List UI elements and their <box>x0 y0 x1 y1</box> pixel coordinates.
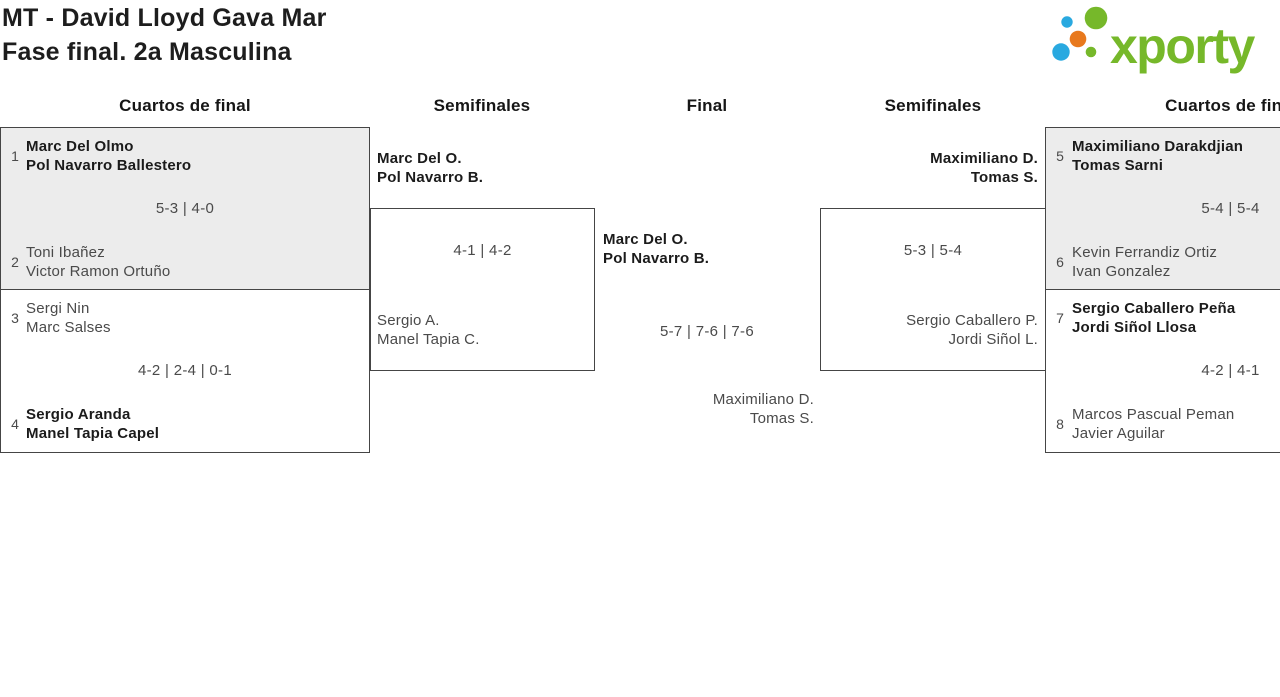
team-name: Maximiliano Darakdjian Tomas Sarni <box>1072 137 1243 175</box>
player-name: Marc Del Olmo <box>26 138 134 155</box>
player-name: Javier Aguilar <box>1072 425 1165 442</box>
team-name: Marc Del O. Pol Navarro B. <box>377 149 483 187</box>
brand-wordmark: xporty <box>1110 18 1255 74</box>
player-name: Jordi Siñol L. <box>948 331 1038 348</box>
seed-number: 3 <box>11 310 19 326</box>
column-header-semifinals-right: Semifinales <box>884 96 982 115</box>
seed-number: 6 <box>1056 254 1064 270</box>
page-title: MT - David Lloyd Gava Mar Fase final. 2a… <box>2 2 327 69</box>
player-name: Ivan Gonzalez <box>1072 263 1171 280</box>
match-box-qf-left-2 <box>0 289 370 453</box>
team-name: Toni Ibañez Victor Ramon Ortuño <box>26 243 170 281</box>
seed-number: 7 <box>1056 310 1064 326</box>
team-name: Sergio Caballero P. Jordi Siñol L. <box>820 311 1038 349</box>
team-name: Marc Del Olmo Pol Navarro Ballestero <box>26 137 191 175</box>
player-name: Marc Salses <box>26 319 111 336</box>
seed-number: 4 <box>11 416 19 432</box>
xporty-logo[interactable]: xporty <box>1048 2 1278 82</box>
team-name: Marc Del O. Pol Navarro B. <box>603 230 709 268</box>
team-name: Sergio A. Manel Tapia C. <box>377 311 480 349</box>
player-name: Sergio Caballero Peña <box>1072 300 1236 317</box>
column-header-semifinals-left: Semifinales <box>433 96 531 115</box>
player-name: Sergio A. <box>377 312 440 329</box>
player-name: Sergio Aranda <box>26 406 131 423</box>
match-score: 5-4 | 5-4 <box>1201 200 1260 217</box>
player-name: Victor Ramon Ortuño <box>26 263 171 280</box>
player-name: Sergi Nin <box>26 300 90 317</box>
match-score: 4-2 | 2-4 | 0-1 <box>137 362 232 379</box>
match-score: 4-1 | 4-2 <box>453 242 512 259</box>
team-name: Kevin Ferrandiz Ortiz Ivan Gonzalez <box>1072 243 1217 281</box>
player-name: Manel Tapia Capel <box>26 425 160 442</box>
match-box-qf-right-1 <box>1045 127 1280 290</box>
match-score: 5-7 | 7-6 | 7-6 <box>659 323 754 340</box>
team-name: Sergio Aranda Manel Tapia Capel <box>26 405 159 443</box>
player-name: Maximiliano Darakdjian <box>1072 138 1244 155</box>
match-box-sf-left <box>370 208 595 371</box>
team-name: Maximiliano D. Tomas S. <box>820 149 1038 187</box>
seed-number: 8 <box>1056 416 1064 432</box>
match-score: 4-2 | 4-1 <box>1201 362 1260 379</box>
player-name: Tomas Sarni <box>1072 157 1164 174</box>
column-header-quarterfinals-left: Cuartos de final <box>119 96 251 115</box>
seed-number: 2 <box>11 254 19 270</box>
player-name: Manel Tapia C. <box>377 331 480 348</box>
player-name: Tomas S. <box>970 169 1038 186</box>
player-name: Pol Navarro Ballestero <box>26 157 192 174</box>
match-score: 5-3 | 5-4 <box>903 242 963 259</box>
player-name: Kevin Ferrandiz Ortiz <box>1072 244 1218 261</box>
player-name: Marc Del O. <box>603 231 688 248</box>
player-name: Pol Navarro B. <box>603 250 710 267</box>
seed-number: 1 <box>11 148 19 164</box>
match-box-sf-right <box>820 208 1046 371</box>
player-name: Marcos Pascual Peman <box>1072 406 1235 423</box>
team-name: Sergio Caballero Peña Jordi Siñol Llosa <box>1072 299 1235 337</box>
seed-number: 5 <box>1056 148 1064 164</box>
match-box-qf-left-1 <box>0 127 370 290</box>
player-name: Sergio Caballero P. <box>906 312 1038 329</box>
player-name: Toni Ibañez <box>26 244 105 261</box>
match-score: 5-3 | 4-0 <box>155 200 215 217</box>
match-box-qf-right-2 <box>1045 289 1280 453</box>
team-name: Sergi Nin Marc Salses <box>26 299 111 337</box>
team-name: Marcos Pascual Peman Javier Aguilar <box>1072 405 1234 443</box>
player-name: Marc Del O. <box>377 150 462 167</box>
column-header-final: Final <box>686 96 728 115</box>
player-name: Tomas S. <box>749 410 814 427</box>
player-name: Jordi Siñol Llosa <box>1072 319 1197 336</box>
column-header-quarterfinals-right: Cuartos de final <box>1165 96 1280 115</box>
team-name: Maximiliano D. Tomas S. <box>596 390 814 428</box>
player-name: Maximiliano D. <box>712 391 814 408</box>
tournament-name: MT - David Lloyd Gava Mar <box>2 4 327 32</box>
phase-name: Fase final. 2a Masculina <box>2 37 292 66</box>
player-name: Pol Navarro B. <box>377 169 484 186</box>
player-name: Maximiliano D. <box>930 150 1038 167</box>
logo-dots-icon <box>1052 6 1108 61</box>
